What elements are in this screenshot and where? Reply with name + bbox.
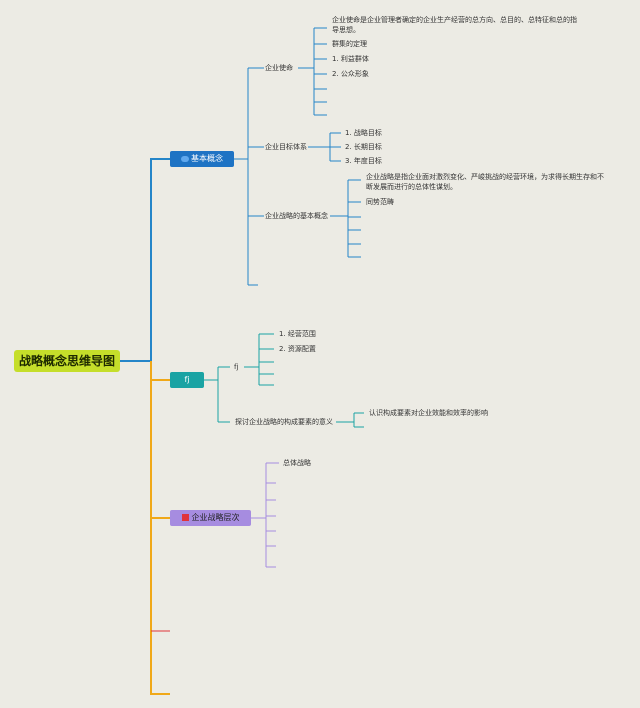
node-strategy-sub1[interactable]: 同势范畴: [366, 198, 394, 206]
node-corporate-strategy[interactable]: 总体战略: [283, 459, 311, 467]
root-node[interactable]: 战略概念思维导图: [14, 350, 120, 372]
branch-strategy-levels[interactable]: 企业战略层次: [170, 510, 251, 526]
node-goal-long-term[interactable]: 2. 长期目标: [345, 143, 382, 151]
red-square-icon: [181, 514, 189, 521]
node-goal-system[interactable]: 企业目标体系: [265, 143, 307, 151]
blue-oval-icon: [181, 155, 189, 162]
node-resource-allocation[interactable]: 2. 资源配置: [279, 345, 316, 353]
node-goal-annual[interactable]: 3. 年度目标: [345, 157, 382, 165]
node-strategy-desc[interactable]: 企业战略是指企业面对激烈变化、严峻挑战的经营环境，为求得长期生存和不断发展而进行…: [366, 173, 604, 191]
node-strategy-concept[interactable]: 企业战略的基本概念: [265, 212, 328, 220]
node-mission-sub1[interactable]: 群集的定理: [332, 40, 367, 48]
node-mission-sub2[interactable]: 1. 利益群体: [332, 55, 369, 63]
node-mission[interactable]: 企业使命: [265, 64, 293, 72]
node-mission-desc[interactable]: 企业使命是企业管理者确定的企业生产经营的总方向、总目的、总特征和总的指导思想。: [332, 16, 577, 34]
branch-basic-concepts-label: 基本概念: [191, 154, 223, 163]
branch-fj[interactable]: fj: [170, 372, 204, 388]
node-mission-sub3[interactable]: 2. 公众形象: [332, 70, 369, 78]
node-goal-strategic[interactable]: 1. 战略目标: [345, 129, 382, 137]
branch-basic-concepts[interactable]: 基本概念: [170, 151, 234, 167]
node-fj[interactable]: fj: [234, 363, 239, 371]
branch-strategy-levels-label: 企业战略层次: [191, 513, 240, 522]
node-business-scope[interactable]: 1. 经营范围: [279, 330, 316, 338]
node-elements-impact[interactable]: 认识构成要素对企业效能和效率的影响: [369, 409, 488, 417]
node-elements-meaning[interactable]: 探讨企业战略的构成要素的意义: [235, 418, 333, 426]
